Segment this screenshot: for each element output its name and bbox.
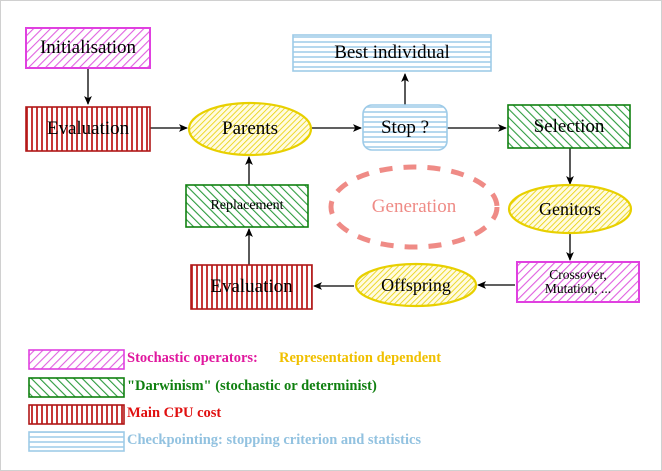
node-evaluation-top[interactable] — [25, 106, 151, 152]
legend-swatch-checkpointing — [28, 431, 125, 452]
node-generation — [328, 164, 500, 250]
node-offspring[interactable] — [354, 262, 478, 308]
legend-label-checkpointing: Checkpointing: stopping criterion and st… — [127, 432, 422, 448]
legend-swatch-darwinism — [28, 377, 125, 398]
node-initialisation[interactable] — [25, 27, 151, 69]
node-replacement[interactable] — [185, 184, 309, 228]
node-stop[interactable] — [362, 104, 448, 151]
node-evaluation-bottom[interactable] — [190, 264, 313, 310]
legend-label-main-cpu-cost: Main CPU cost — [127, 405, 222, 421]
legend-label-representation-dependent: Representation dependent — [279, 350, 442, 366]
legend-swatch-main-cpu-cost — [28, 404, 125, 425]
node-genitors[interactable] — [507, 183, 633, 235]
legend-label-stochastic-operators: Stochastic operators: — [127, 350, 258, 366]
node-crossover[interactable] — [516, 261, 640, 303]
node-best-individual[interactable] — [292, 34, 492, 72]
node-parents[interactable] — [187, 101, 313, 157]
legend-label-darwinism: "Darwinism" (stochastic or determinist) — [127, 378, 377, 394]
node-selection[interactable] — [507, 104, 631, 149]
legend-swatch-stochastic-operators — [28, 349, 125, 370]
